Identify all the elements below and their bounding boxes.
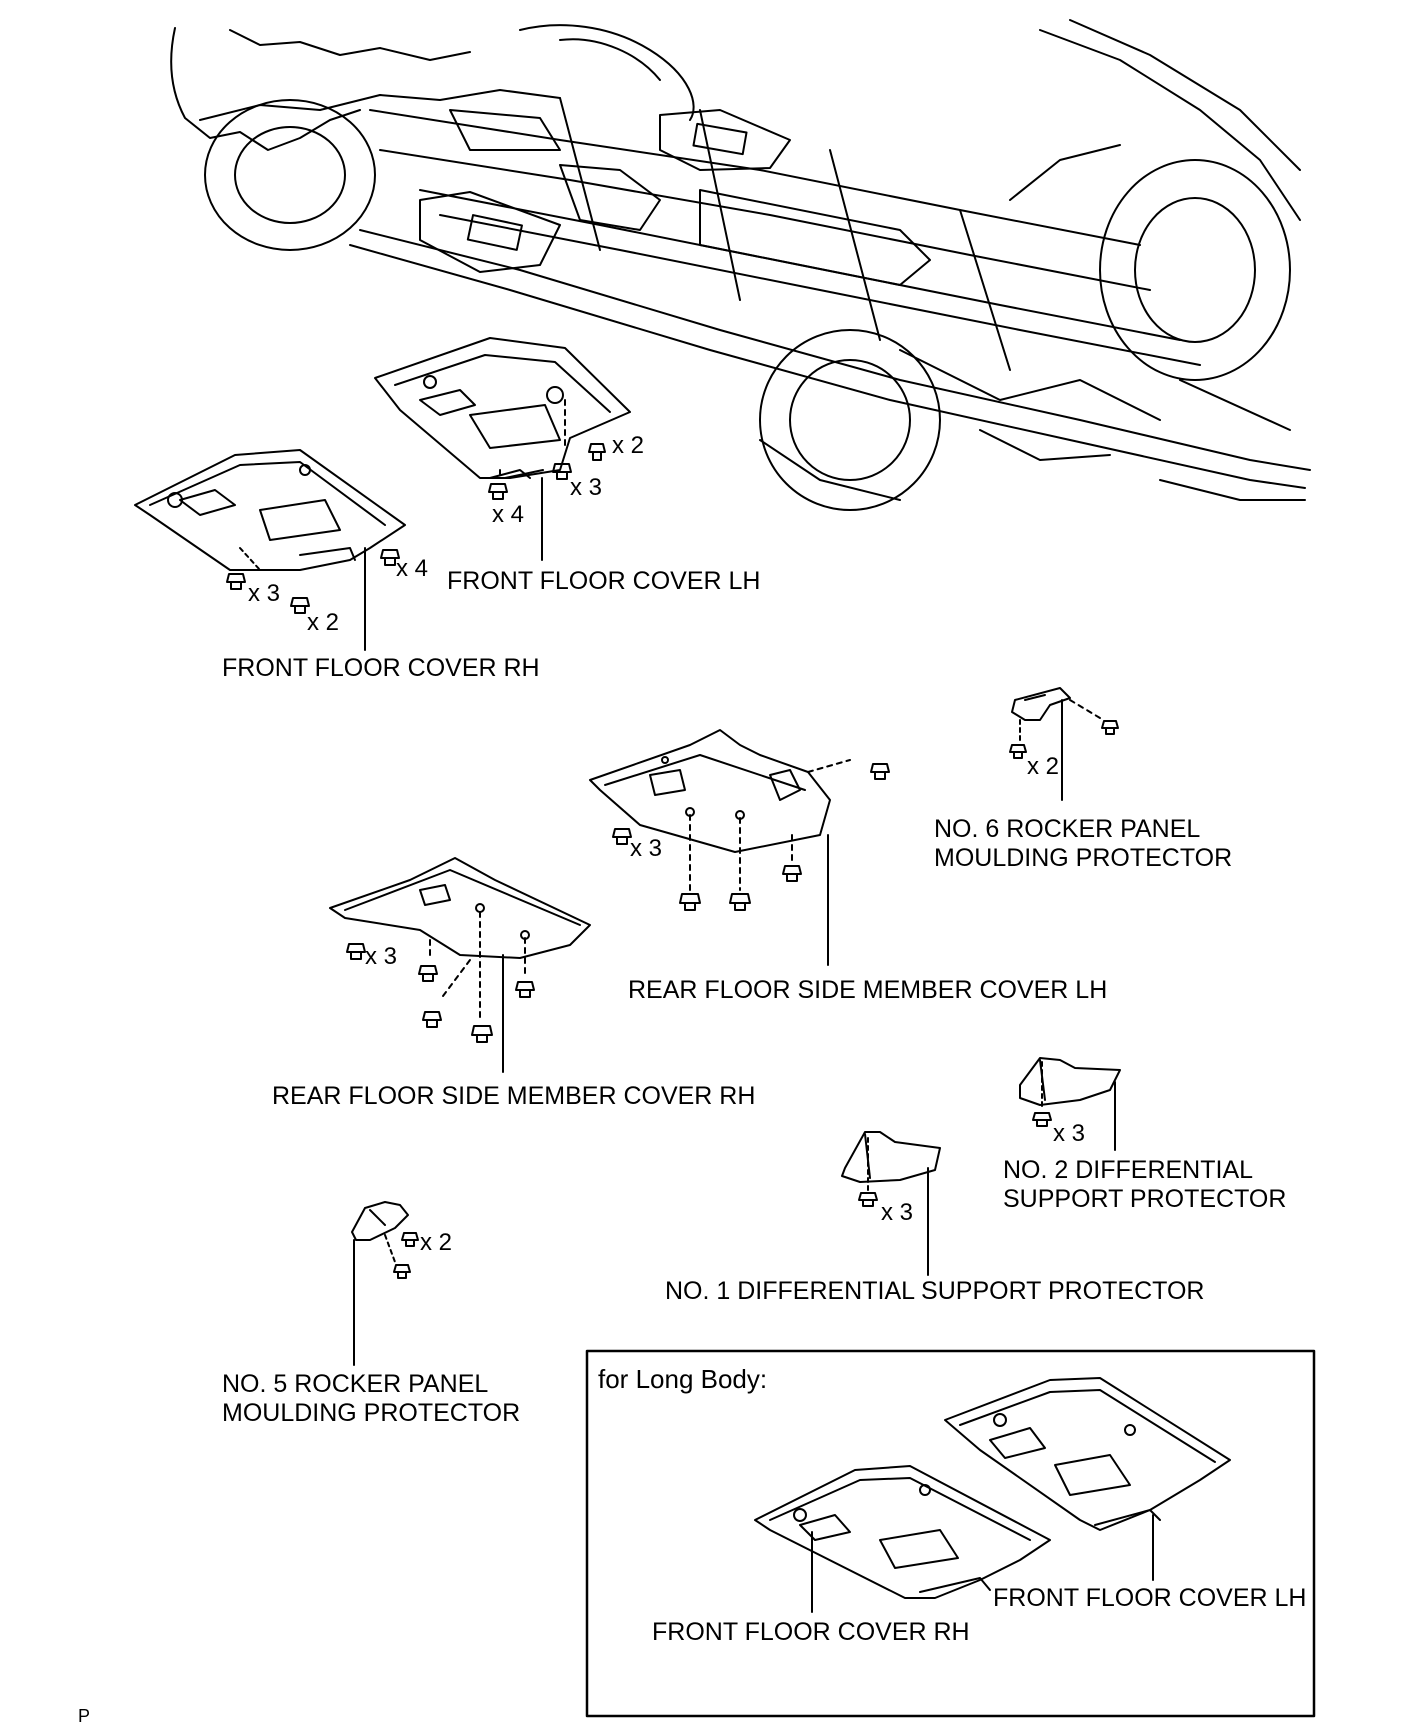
- rear-floor-side-member-cover-lh-label: REAR FLOOR SIDE MEMBER COVER LH: [628, 976, 1108, 1004]
- no6-rocker-panel-protector-illustration: [1009, 687, 1119, 759]
- long-body-front-floor-cover-rh-label: FRONT FLOOR COVER RH: [652, 1618, 970, 1646]
- front-floor-cover-rh-qty-c: x 2: [307, 609, 340, 636]
- no6-rocker-panel-protector-qty: x 2: [1027, 753, 1060, 780]
- no1-differential-support-protector-qty: x 3: [881, 1199, 914, 1226]
- front-floor-cover-rh-qty-b: x 3: [248, 580, 281, 607]
- no5-rocker-panel-protector-illustration: [351, 1201, 419, 1279]
- front-floor-cover-lh-label: FRONT FLOOR COVER LH: [447, 567, 761, 595]
- front-floor-cover-lh-qty-b: x 3: [570, 474, 603, 501]
- rear-floor-side-member-cover-rh-label: REAR FLOOR SIDE MEMBER COVER RH: [272, 1082, 756, 1110]
- long-body-front-floor-cover-rh-illustration: [754, 1465, 1051, 1599]
- rear-floor-side-member-cover-rh-qty: x 3: [365, 943, 398, 970]
- rear-floor-side-member-cover-lh-qty: x 3: [630, 835, 663, 862]
- no2-differential-support-protector-qty: x 3: [1053, 1120, 1086, 1147]
- no5-rocker-panel-protector-label-line1: NO. 5 ROCKER PANEL: [222, 1370, 489, 1398]
- long-body-title: for Long Body:: [598, 1364, 768, 1394]
- no5-rocker-panel-protector-qty: x 2: [420, 1229, 453, 1256]
- no1-differential-support-protector-illustration: [841, 1131, 941, 1207]
- rear-floor-side-member-cover-lh-fasteners: [612, 763, 890, 911]
- no2-differential-support-protector-label-line1: NO. 2 DIFFERENTIAL: [1003, 1156, 1254, 1184]
- front-floor-cover-lh-qty-c: x 4: [492, 501, 525, 528]
- front-floor-cover-rh-illustration: [134, 449, 406, 571]
- no1-differential-support-protector-label: NO. 1 DIFFERENTIAL SUPPORT PROTECTOR: [665, 1277, 1205, 1305]
- front-floor-cover-lh-fasteners: [488, 443, 606, 500]
- vehicle-underbody-illustration: [170, 19, 1311, 511]
- front-floor-cover-lh-qty-a: x 2: [612, 432, 645, 459]
- footer-code: P: [78, 1706, 91, 1726]
- long-body-frame: [585, 1349, 1316, 1718]
- front-floor-cover-rh-label: FRONT FLOOR COVER RH: [222, 654, 540, 682]
- rear-floor-side-member-cover-rh-illustration: [329, 857, 591, 1021]
- no2-differential-support-protector-label-line2: SUPPORT PROTECTOR: [1003, 1185, 1287, 1213]
- no6-rocker-panel-protector-label-line2: MOULDING PROTECTOR: [934, 844, 1233, 872]
- front-floor-cover-lh-illustration: [374, 337, 631, 479]
- long-body-front-floor-cover-lh-label: FRONT FLOOR COVER LH: [993, 1584, 1307, 1612]
- front-floor-cover-rh-qty-a: x 4: [396, 555, 429, 582]
- front-floor-cover-rh-fasteners: [226, 549, 400, 614]
- long-body-front-floor-cover-lh-illustration: [944, 1377, 1231, 1531]
- rear-floor-side-member-cover-lh-illustration: [589, 729, 851, 891]
- no2-differential-support-protector-illustration: [1019, 1057, 1121, 1127]
- rear-floor-side-member-cover-rh-fasteners: [346, 943, 535, 1043]
- no6-rocker-panel-protector-label-line1: NO. 6 ROCKER PANEL: [934, 815, 1201, 843]
- no5-rocker-panel-protector-label-line2: MOULDING PROTECTOR: [222, 1399, 521, 1427]
